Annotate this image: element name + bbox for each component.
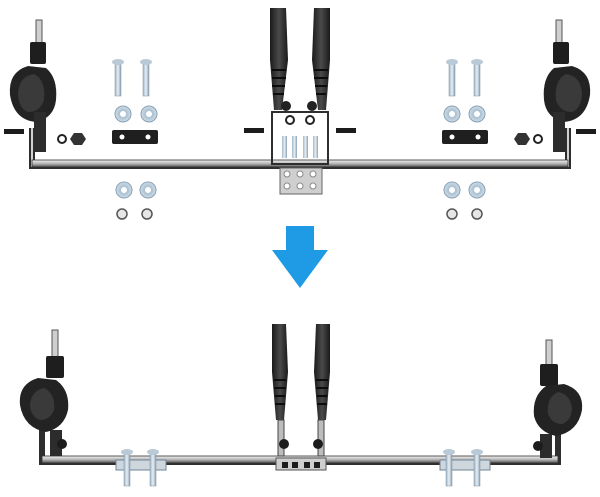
left-lock-housing-assembled [19,329,69,456]
bolt-set-left-top [112,59,158,220]
center-handles-assembled [272,324,330,471]
right-lock-housing-assembled [533,339,583,458]
right-lock-housing [543,42,591,152]
disassembled-kit [4,8,596,220]
bolt-set-right-top [442,59,488,220]
down-arrow-icon [272,226,328,288]
assembled-kit [19,324,583,487]
bolt-set-right-assembled [439,449,491,487]
bolt-set-left-assembled [115,449,167,487]
left-lock-housing [9,42,57,152]
center-handles-top [270,8,330,195]
